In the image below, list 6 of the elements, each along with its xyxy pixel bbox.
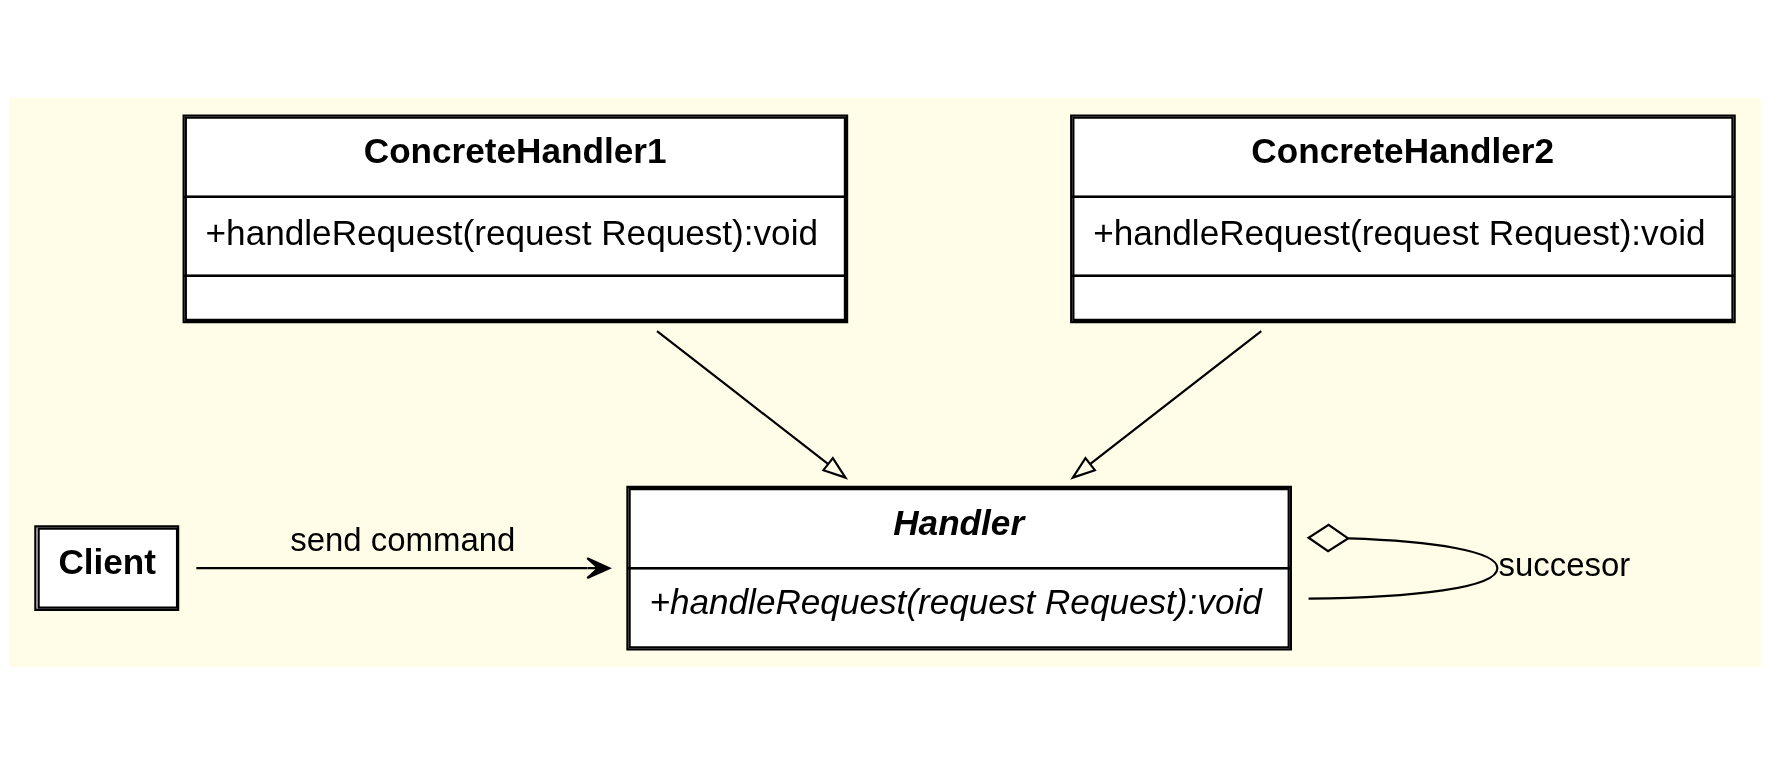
arrow xyxy=(1070,329,1262,480)
arrow xyxy=(656,329,849,480)
edge-label: send command xyxy=(290,520,516,558)
arrow xyxy=(196,556,611,579)
connector xyxy=(1306,523,1499,600)
edge-label: succesor xyxy=(1498,545,1631,583)
